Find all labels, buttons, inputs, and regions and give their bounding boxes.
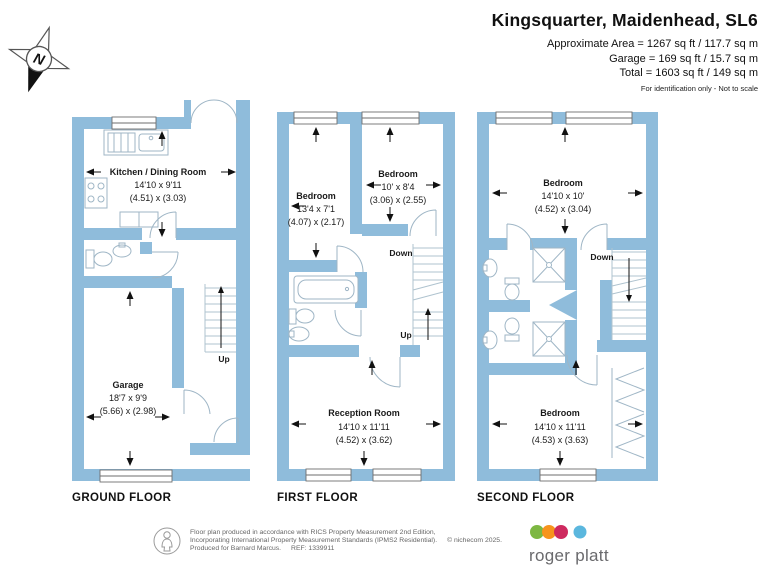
window bbox=[293, 111, 422, 482]
kitchen-units bbox=[119, 211, 159, 228]
stairs-up-label: Up bbox=[400, 330, 411, 340]
dimension-arrow-tails bbox=[500, 135, 635, 458]
room-label: Garage bbox=[112, 380, 143, 390]
first-floor-plan: Down Up Bedroom 13'4 x 7'1 (4.07) x (2.1… bbox=[277, 111, 455, 504]
room-dims-m: (4.52) x (3.04) bbox=[535, 204, 592, 214]
stairs-up-label: Up bbox=[218, 354, 229, 364]
basin bbox=[112, 242, 132, 258]
room-dims-m: (4.07) x (2.17) bbox=[288, 217, 345, 227]
room-dims-ft: 14'10 x 11'11 bbox=[534, 422, 586, 432]
stairs-down-label: Down bbox=[590, 252, 613, 262]
room-dims-ft: 18'7 x 9'9 bbox=[109, 393, 147, 403]
toilet bbox=[504, 277, 520, 342]
basin bbox=[288, 326, 310, 342]
stairs-down-label: Down bbox=[389, 248, 412, 258]
room-label: Bedroom bbox=[378, 169, 418, 179]
room-dims-m: (4.52) x (3.62) bbox=[336, 435, 393, 445]
logo-dot-blue bbox=[573, 525, 587, 539]
door-leaf bbox=[549, 290, 577, 320]
disclaimer-line3: Produced for Barnard Marcus. bbox=[190, 545, 282, 553]
floor-name: GROUND FLOOR bbox=[72, 492, 172, 504]
door-arc bbox=[149, 211, 239, 443]
reference-number: REF: 1339911 bbox=[291, 545, 335, 553]
room-dims-m: (4.53) x (3.63) bbox=[532, 435, 589, 445]
basin bbox=[482, 258, 498, 350]
entry-double-doors bbox=[190, 99, 238, 124]
staircase bbox=[412, 244, 444, 345]
second-floor-plan: Down Bedroom 14'10 x 10' (4.52) x (3.04)… bbox=[477, 111, 658, 504]
logo-wordmark: roger platt bbox=[529, 546, 609, 565]
door-arc bbox=[506, 223, 608, 386]
ground-floor-plan: Up Kitchen / Dining Room 14'10 x 9'11 (4… bbox=[72, 99, 250, 504]
dimension-arrow-tails bbox=[94, 139, 228, 458]
kitchen-sink bbox=[103, 129, 169, 156]
disclaimer-line2: Incorporating International Property Mea… bbox=[190, 537, 438, 545]
logo-dot-green bbox=[530, 525, 544, 539]
room-dims-m: (3.06) x (2.55) bbox=[370, 195, 427, 205]
compass-rose: N bbox=[7, 25, 71, 93]
room-dims-m: (4.51) x (3.03) bbox=[130, 193, 187, 203]
room-label: Reception Room bbox=[328, 408, 400, 418]
room-label: Kitchen / Dining Room bbox=[110, 167, 207, 177]
shower bbox=[532, 247, 566, 357]
staircase bbox=[204, 284, 236, 353]
total-area: Total = 1603 sq ft / 149 sq m bbox=[619, 67, 759, 79]
toilet bbox=[288, 308, 315, 325]
disclaimer-line1: Floor plan produced in accordance with R… bbox=[190, 529, 436, 536]
bathtub bbox=[293, 275, 359, 304]
page-title: Kingsquarter, Maidenhead, SL6 bbox=[491, 10, 758, 30]
room-dims-ft: 14'10 x 11'11 bbox=[338, 422, 390, 432]
door-arc bbox=[334, 209, 437, 388]
window bbox=[495, 111, 633, 482]
garage-area: Garage = 169 sq ft / 15.7 sq m bbox=[609, 52, 758, 65]
floor-name: SECOND FLOOR bbox=[477, 492, 575, 504]
toilet bbox=[85, 249, 113, 269]
room-dims-ft: 14'10 x 10' bbox=[542, 191, 585, 201]
logo-dots bbox=[530, 525, 587, 539]
hob bbox=[84, 177, 108, 209]
person-icon bbox=[153, 527, 181, 555]
room-dims-m: (5.66) x (2.98) bbox=[100, 406, 157, 416]
copyright: © nichecom 2025. bbox=[447, 537, 502, 545]
window bbox=[111, 116, 157, 130]
logo-dot-pink bbox=[554, 525, 568, 539]
approx-area: Approximate Area = 1267 sq ft / 117.7 sq… bbox=[546, 38, 758, 50]
staircase bbox=[611, 248, 647, 340]
logo-dot-orange bbox=[542, 525, 556, 539]
room-label: Bedroom bbox=[543, 178, 583, 188]
room-dims-ft: 13'4 x 7'1 bbox=[297, 204, 335, 214]
garage-door bbox=[99, 469, 173, 483]
footer-disclaimer: Floor plan produced in accordance with R… bbox=[184, 529, 502, 554]
room-dims-ft: 14'10 x 9'11 bbox=[134, 180, 181, 190]
header: Kingsquarter, Maidenhead, SL6 Approximat… bbox=[492, 10, 758, 93]
room-label: Bedroom bbox=[540, 408, 580, 418]
room-label: Bedroom bbox=[296, 191, 336, 201]
dimension-arrow-tails bbox=[299, 135, 433, 458]
scale-note: For identification only - Not to scale bbox=[640, 83, 758, 93]
room-dims-ft: 10' x 8'4 bbox=[382, 182, 415, 192]
wardrobe bbox=[611, 367, 646, 459]
floor-name: FIRST FLOOR bbox=[277, 492, 358, 504]
